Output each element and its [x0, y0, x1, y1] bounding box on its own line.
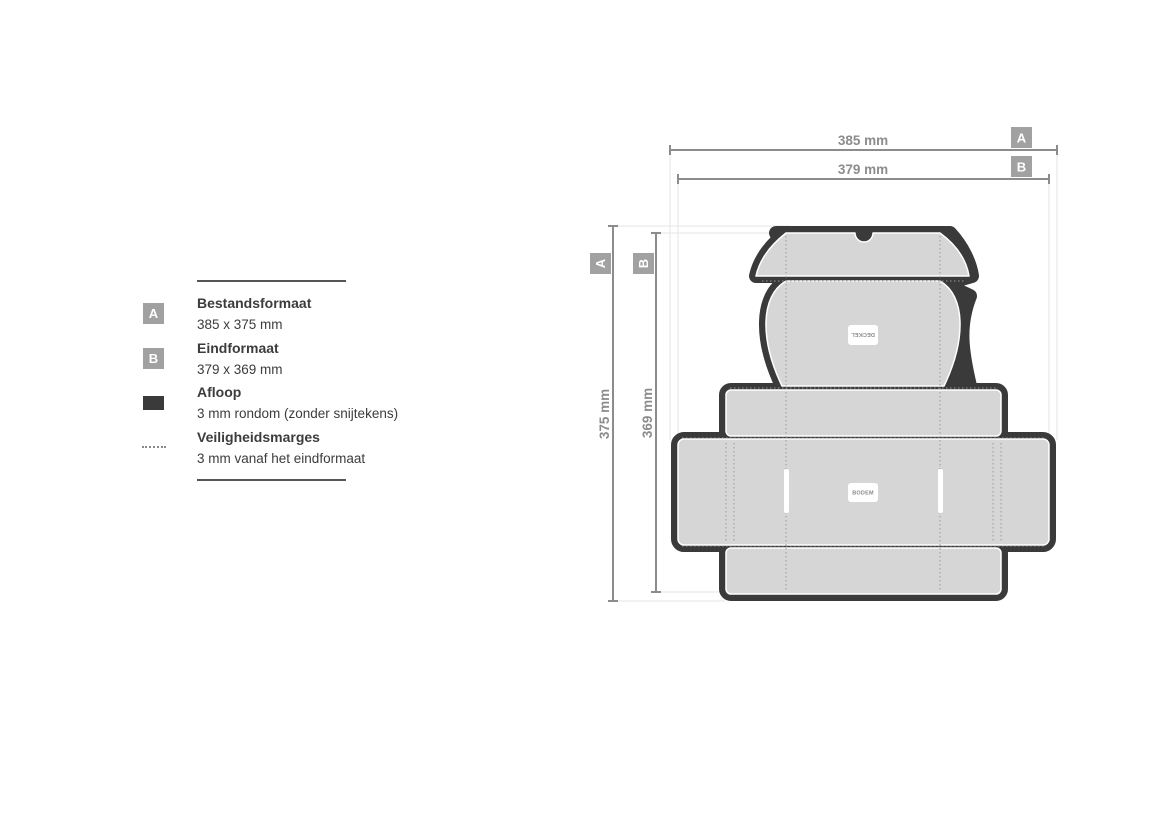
dimension-width-b: 379 mm B [677, 156, 1050, 184]
legend-description: 379 x 369 mm [197, 362, 283, 377]
lid-logo: DECKEL [848, 325, 878, 345]
final-format-panels [677, 232, 1050, 595]
badge-a-icon [590, 253, 611, 274]
base-logo: BODEM [848, 483, 878, 502]
dimension-height-b: 369 mm B [633, 232, 661, 593]
badge-letter: A [593, 258, 608, 268]
legend-description: 3 mm vanaf het eindformaat [197, 451, 366, 466]
badge-letter: A [1017, 131, 1027, 146]
fold-lines [682, 236, 1045, 591]
dimension-height-a: 375 mm A [590, 225, 618, 602]
legend-item-bleed: Afloop 3 mm rondom (zonder snijtekens) [138, 384, 418, 426]
base-logo-text: BODEM [852, 491, 874, 497]
badge-a-icon [1011, 127, 1032, 148]
legend-bottom-rule [197, 479, 346, 481]
badge-b-icon: B [143, 348, 164, 369]
legend-title: Bestandsformaat [197, 295, 312, 311]
back-panel [725, 389, 1002, 437]
right-slot [938, 469, 943, 513]
legend-title: Afloop [197, 384, 242, 400]
dotted-line-icon [142, 446, 166, 450]
bleed-swatch-icon [143, 396, 164, 410]
dimension-width-a: 385 mm A [669, 127, 1058, 155]
badge-a-icon: A [143, 303, 164, 324]
dimension-label: 379 mm [838, 162, 888, 177]
left-slot [784, 469, 789, 513]
box-net: DECKEL BODEM [671, 226, 1056, 601]
dimension-label: 385 mm [838, 133, 888, 148]
dimension-label: 369 mm [640, 388, 655, 438]
legend-title: Eindformaat [197, 340, 279, 356]
legend-item-file-format: A Bestandsformaat 385 x 375 mm [138, 295, 418, 337]
extension-guides [613, 150, 1058, 602]
legend-description: 3 mm rondom (zonder snijtekens) [197, 406, 399, 421]
dimension-label: 375 mm [597, 389, 612, 439]
badge-b-icon [633, 253, 654, 274]
front-panel [725, 547, 1002, 595]
legend-top-rule [197, 280, 346, 282]
legend-item-safety-margin: Veiligheidsmarges 3 mm vanaf het eindfor… [138, 429, 418, 471]
legend-description: 385 x 375 mm [197, 317, 283, 332]
legend-title: Veiligheidsmarges [197, 429, 320, 445]
lid-tuck-flap [755, 232, 970, 277]
lid-logo-text: DECKEL [851, 331, 875, 337]
badge-b-icon [1011, 156, 1032, 177]
badge-letter: B [636, 259, 651, 268]
badge-letter: B [1017, 160, 1026, 175]
legend-item-final-format: B Eindformaat 379 x 369 mm [138, 340, 418, 382]
